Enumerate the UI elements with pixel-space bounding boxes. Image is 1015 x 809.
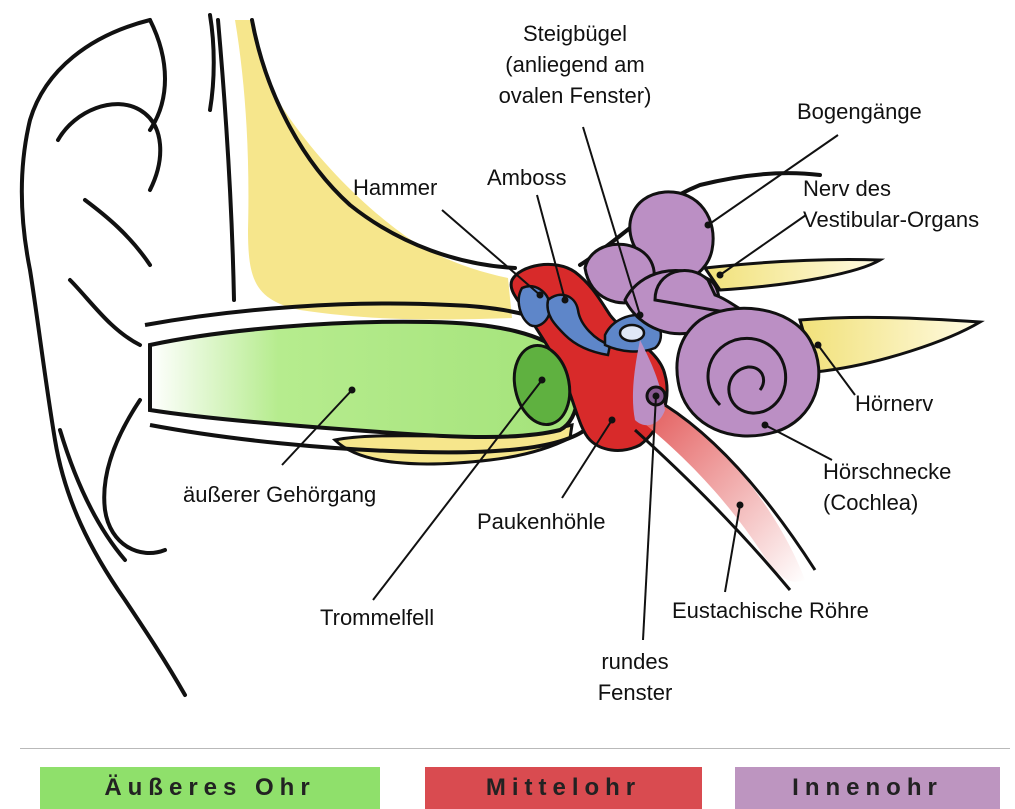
label-horschnecke-line-1: Hörschnecke <box>823 456 951 487</box>
label-eustachische: Eustachische Röhre <box>672 595 869 626</box>
cochlea-icon <box>677 308 819 436</box>
label-nerv-vestibular-line-2: Vestibular-Organs <box>803 204 979 235</box>
label-steigbugel-line-1: Steigbügel <box>475 18 675 49</box>
label-trommelfell: Trommelfell <box>320 602 434 633</box>
label-amboss: Amboss <box>487 162 566 193</box>
label-horschnecke: Hörschnecke (Cochlea) <box>823 456 951 518</box>
label-hornerv: Hörnerv <box>855 388 933 419</box>
legend-outer-ear: Äußeres Ohr <box>40 767 380 809</box>
label-hammer: Hammer <box>353 172 437 203</box>
legend-inner-ear: Innenohr <box>735 767 1000 809</box>
label-bogengange: Bogengänge <box>797 96 922 127</box>
label-steigbugel-line-3: ovalen Fenster) <box>475 80 675 111</box>
label-rundes-fenster-line-2: Fenster <box>580 677 690 708</box>
label-rundes-fenster-line-1: rundes <box>580 646 690 677</box>
label-rundes-fenster: rundes Fenster <box>580 646 690 708</box>
legend-middle-ear: Mittelohr <box>425 767 702 809</box>
label-paukenhohle: Paukenhöhle <box>477 506 605 537</box>
label-nerv-vestibular-line-1: Nerv des <box>803 173 979 204</box>
label-nerv-vestibular: Nerv des Vestibular-Organs <box>803 173 979 235</box>
label-gehorgang: äußerer Gehörgang <box>183 479 376 510</box>
label-steigbugel: Steigbügel (anliegend am ovalen Fenster) <box>475 18 675 111</box>
label-steigbugel-line-2: (anliegend am <box>475 49 675 80</box>
label-horschnecke-line-2: (Cochlea) <box>823 487 951 518</box>
divider <box>20 748 1010 749</box>
